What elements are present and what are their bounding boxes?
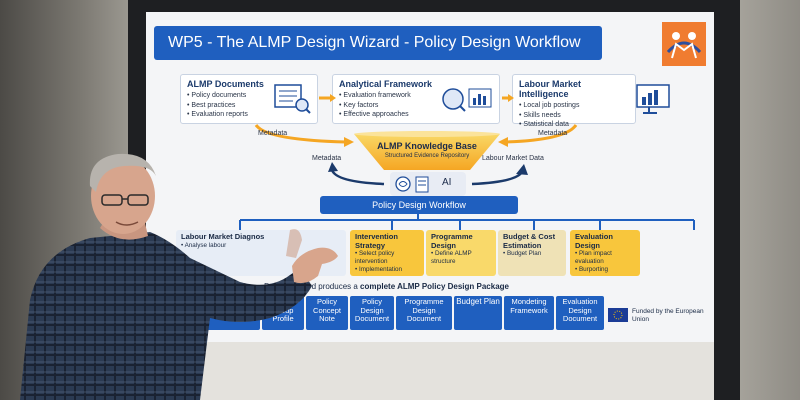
package-caption-prefix: Design Wizard produces a [264,282,361,291]
output-policy-concept-note: Policy Concept Note [306,296,348,330]
slide-title: WP5 - The ALMP Design Wizard - Policy De… [154,26,602,60]
output-programme-design-document: Programme Design Document [396,296,452,330]
projected-slide: WP5 - The ALMP Design Wizard - Policy De… [146,12,714,342]
ai-engine: AI [390,172,466,196]
step-budget-cost-estimation: Budget & Cost Estimation Budget Plan [498,230,566,276]
monitor-chart-icon [636,84,670,114]
brain-document-icon [395,176,429,193]
metadata-label-right: Metadata [538,130,568,137]
package-caption-bold: complete ALMP Policy Design Package [360,282,509,291]
eu-flag-icon [608,308,628,322]
step-item: Budget Plan [503,250,561,258]
card-almp-documents: ALMP Documents Policy documents Best pra… [180,74,318,124]
step-programme-design: Programme Design Define ALMP structure [426,230,496,276]
project-logo-icon [662,22,706,66]
card-item: Effective approaches [339,110,493,120]
output-monitoring-framework: Mondeting Framework [504,296,554,330]
card-item: Evaluation reports [187,110,311,120]
card-item: Skills needs [519,111,629,121]
eu-funding-text: Funded by the European Union [632,308,704,323]
step-title: Intervention Strategy [355,232,398,250]
output-policy-design-document: Policy Design Document [350,296,394,330]
card-labour-market-intelligence: Labour Market Intelligence Local job pos… [512,74,670,128]
step-item: Analyse labour [181,242,341,250]
policy-design-workflow-bar: Policy Design Workflow [320,196,518,214]
card-item: Policy documents [187,91,311,101]
step-item: Define ALMP structure [431,250,491,266]
card-title: ALMP Documents [187,79,264,89]
knowledge-base-subtitle: Structured Evidence Repository [384,153,470,159]
metadata-label-left: Metadata [258,130,288,137]
card-item: Evaluation framework [339,91,493,101]
labour-market-data-label: Labour Market Data [482,155,544,162]
step-title: Labour Market Diagnos [181,232,265,241]
knowledge-base-funnel [354,131,500,170]
step-evaluation-design: Evaluation Design Plan impact evaluation… [570,230,640,276]
output-evaluation-design-document: Evaluation Design Document [556,296,604,330]
flow-arrows [239,94,695,230]
step-item: Plan impact evaluation [575,250,635,266]
step-item: Implementation [355,266,419,274]
step-labour-market-diagnosis: Labour Market Diagnos Analyse labour [176,230,346,276]
screen-bottom [146,342,714,400]
ai-label: AI [442,177,452,188]
output-report: eport [204,296,260,330]
output-budget-plan: Budget Plan [454,296,502,330]
card-item: Best practices [187,101,311,111]
step-title: Programme Design [431,232,473,250]
package-caption: Design Wizard produces a complete ALMP P… [264,282,704,291]
analytics-icon [442,88,492,112]
output-target-group-profile: Target Group Profile [262,296,304,330]
card-item: Key factors [339,101,493,111]
step-title: Budget & Cost Estimation [503,232,556,250]
knowledge-base-title: ALMP Knowledge Base [377,141,477,151]
card-item: Local job postings [519,101,629,111]
metadata-label-mid: Metadata [312,155,342,162]
step-item: Burporting [575,266,635,274]
document-search-icon [274,84,311,114]
card-item: Statistical data [519,120,629,130]
card-title: Labour Market Intelligence [519,79,582,99]
step-intervention-strategy: Intervention Strategy Select policy inte… [350,230,424,276]
card-analytical-framework: Analytical Framework Evaluation framewor… [332,74,500,124]
step-item: Select policy intervention [355,250,419,266]
step-title: Evaluation Design [575,232,613,250]
card-title: Analytical Framework [339,79,433,89]
